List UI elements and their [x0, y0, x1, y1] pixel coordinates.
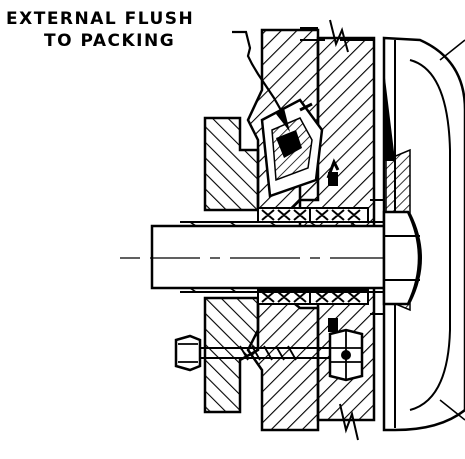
packing-gland	[203, 116, 260, 414]
flush-connection-fitting	[260, 98, 324, 198]
gland-stud-assembly	[174, 328, 364, 382]
lantern-ring	[326, 158, 340, 332]
callout-leader-arrow	[232, 30, 290, 132]
external-flush-callout: EXTERNAL FLUSH TO PACKING	[6, 8, 236, 52]
packing-rings-upper	[257, 207, 369, 223]
impeller-nut	[382, 210, 422, 306]
callout-line-1: EXTERNAL FLUSH	[6, 9, 195, 29]
callout-line-2: TO PACKING	[44, 31, 176, 51]
